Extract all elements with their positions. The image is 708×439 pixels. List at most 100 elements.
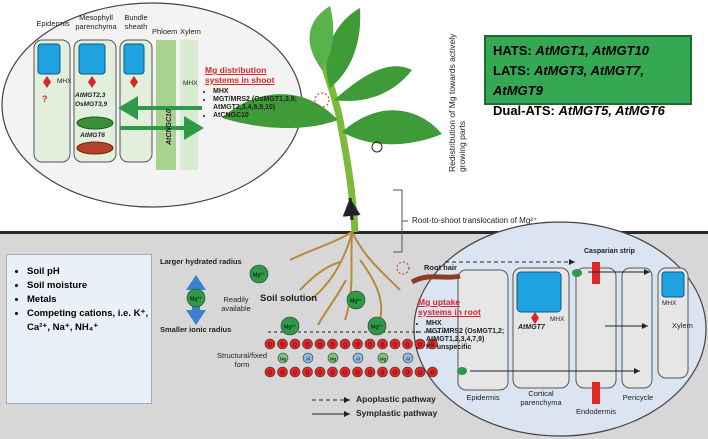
chloroplast	[76, 116, 114, 130]
oxygen-atom-label: O	[418, 343, 422, 349]
xylem-label: Xylem	[672, 321, 693, 330]
xylem-mhx-label: MHX	[662, 300, 677, 307]
legend-symplastic: Symplastic pathway	[356, 408, 438, 418]
oxygen-atom-label: O	[306, 371, 310, 377]
oxygen-atom-label: O	[318, 343, 322, 349]
dual-value: AtMGT5, AtMGT6	[558, 103, 665, 118]
k-channel	[572, 269, 582, 277]
lats-value: AtMGT3, AtMGT7, AtMGT9	[493, 63, 644, 98]
header-mesophyll: Mesophyll parenchyma	[75, 13, 117, 31]
mg-ion-label: Mg²⁺	[253, 272, 265, 279]
oxygen-atom-label: O	[381, 343, 385, 349]
leaf	[222, 94, 338, 129]
tissue-epidermis: Epidermis	[466, 393, 500, 402]
factors-box: Soil pH Soil moisture Metals Competing c…	[6, 254, 152, 404]
mg-ion	[367, 316, 387, 336]
lats-label: LATS:	[493, 63, 531, 78]
oxygen-atom	[414, 366, 426, 378]
xylem-column	[180, 40, 198, 170]
question-mark: ?	[42, 94, 48, 104]
casparian-strip-top	[592, 262, 600, 284]
k-channel	[457, 367, 467, 375]
root-vacuole-cortex	[516, 271, 562, 313]
factor-item: Soil pH	[27, 265, 151, 279]
oxygen-atom	[289, 366, 301, 378]
oxygen-atom	[389, 338, 401, 350]
atmgt23-label: AtMGT2,3	[75, 92, 106, 99]
mg-ion-label: Mg²⁺	[350, 298, 362, 305]
oxygen-atom-label: O	[368, 371, 372, 377]
oxygen-atom-label: O	[343, 371, 347, 377]
tissue-pericycle: Pericycle	[622, 393, 654, 402]
oxygen-atom-label: O	[356, 371, 360, 377]
oxygen-atom-label: O	[418, 371, 422, 377]
osmgt39-label: OsMGT3,9	[75, 101, 108, 108]
oxygen-atom	[289, 338, 301, 350]
translocation-brace	[393, 189, 408, 253]
root-mgt-transporter	[531, 312, 539, 324]
oxygen-atom-label: O	[281, 371, 285, 377]
oxygen-atom-label: O	[268, 343, 272, 349]
structural-form-label: Structural/fixed form	[216, 351, 268, 369]
oxygen-atom	[314, 366, 326, 378]
root-item: K⁺ unspecific	[426, 344, 518, 352]
lattice-atom-label: Al	[306, 357, 310, 362]
root-endodermis-cell	[575, 267, 617, 389]
mgt-transporter	[88, 76, 96, 88]
oxygen-atom	[314, 338, 326, 350]
lattice-atom-label: Mg	[280, 357, 287, 362]
ground-line	[0, 231, 708, 234]
dual-label: Dual-ATS:	[493, 103, 555, 118]
epidermis-vacuole	[37, 43, 61, 75]
leaf	[342, 110, 442, 145]
oxygen-atom	[339, 366, 351, 378]
oxygen-atom	[377, 366, 388, 378]
oxygen-atom-label: O	[281, 343, 285, 349]
oxygen-atom-label: O	[393, 343, 397, 349]
root-item: MGT/MRS2 (OsMGT1,2; AtMGT1,2,3,4,7,9)	[426, 328, 518, 344]
oxygen-atom	[389, 366, 401, 378]
oxygen-atom	[339, 338, 351, 350]
leaf	[309, 6, 334, 70]
phloem-column	[156, 40, 176, 170]
oxygen-atom	[264, 338, 276, 350]
factor-item: Competing cations, i.e. K⁺, Ca²⁺, Na⁺, N…	[27, 307, 151, 335]
lattice-atom	[327, 352, 339, 364]
oxygen-atom-label: O	[268, 371, 272, 377]
oxygen-atom-label: O	[406, 371, 410, 377]
lats-row: LATS: AtMGT3, AtMGT7, AtMGT9	[493, 61, 683, 101]
hats-row: HATS: AtMGT1, AtMGT10	[493, 41, 683, 61]
mg-ion	[280, 316, 300, 336]
oxygen-atom-label: O	[318, 371, 322, 377]
leaf-marker	[371, 141, 383, 153]
oxygen-atom	[364, 366, 376, 378]
oxygen-atom	[277, 338, 288, 350]
bundle-vacuole	[123, 43, 145, 75]
oxygen-atom-label: O	[356, 343, 360, 349]
atmgt7-label: AtMGT7	[518, 324, 545, 331]
casparian-strip-bottom	[592, 382, 600, 404]
oxygen-atom-label: O	[431, 343, 435, 349]
oxygen-atom	[402, 338, 413, 350]
mg-ion-label: Mg²⁺	[190, 296, 202, 303]
factor-item: Metals	[27, 293, 151, 307]
casparian-label: Casparian strip	[584, 248, 635, 255]
oxygen-atom	[277, 366, 288, 378]
cngc10-label: AtCNGC10	[166, 109, 173, 145]
mgt-transporter	[130, 76, 138, 88]
legend-apoplastic: Apoplastic pathway	[356, 394, 436, 404]
oxygen-atom	[402, 366, 413, 378]
lattice-atom	[402, 352, 414, 364]
oxygen-atom	[302, 366, 313, 378]
root-panel-title: Mg uptake systems in root	[418, 297, 481, 317]
root-item: MHX	[426, 320, 518, 328]
oxygen-atom	[352, 338, 363, 350]
root-epidermis-cell	[457, 269, 509, 391]
oxygen-atom	[327, 338, 338, 350]
oxygen-atom-label: O	[381, 371, 385, 377]
mg-ion	[186, 288, 206, 308]
oxygen-atom-label: O	[393, 371, 397, 377]
oxygen-atom-label: O	[306, 343, 310, 349]
root-items: MHX MGT/MRS2 (OsMGT1,2; AtMGT1,2,3,4,7,9…	[416, 320, 518, 352]
shoot-items: MHX MGT/MRS2 (OsMGT1,3,9; AtMGT2,3,4,6,9…	[203, 88, 303, 120]
